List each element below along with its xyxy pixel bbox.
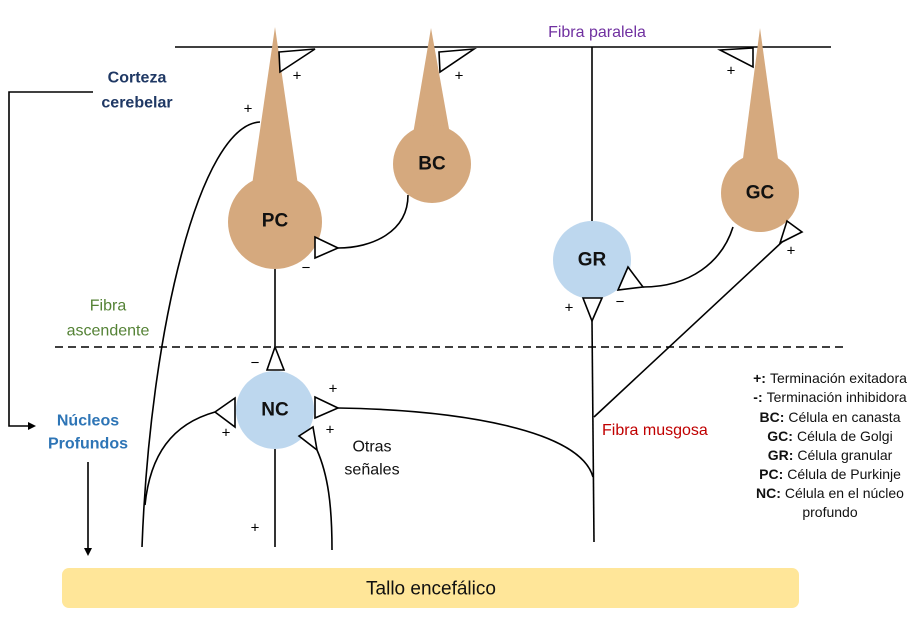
- synapse-other-nucleus: [297, 425, 319, 452]
- legend-item-continuation: profundo: [802, 504, 857, 520]
- legend-item: GR:Célula granular: [768, 447, 893, 463]
- basket-to-purkinje-axon: [337, 194, 409, 249]
- legend: +:Terminación exitadora -: Terminación in…: [753, 370, 907, 520]
- climbing-fiber-label: Fibra ascendente: [67, 298, 150, 340]
- purkinje-soma: [228, 175, 322, 269]
- legend-text: Célula de Golgi: [797, 428, 893, 444]
- synapse-parallel-basket: [438, 47, 477, 74]
- excitatory-sign: +: [251, 520, 260, 537]
- golgi-to-granule-axon: [642, 226, 734, 288]
- legend-item: BC:Célula en canasta: [760, 409, 901, 425]
- synapse-golgi-granule: [616, 265, 645, 291]
- excitatory-sign: +: [727, 63, 736, 80]
- basket-cell: BC: [393, 28, 471, 203]
- basket-soma: [393, 125, 471, 203]
- legend-text: Terminación exitadora: [770, 370, 907, 386]
- nucleus-soma: [236, 371, 314, 449]
- deep-nuclei-label: Núcleos Profundos: [48, 413, 128, 453]
- other-signals-fiber: [316, 449, 333, 551]
- legend-key: +:: [753, 370, 766, 386]
- deep-nucleus-cell: NC: [236, 371, 314, 449]
- basket-dendrite: [412, 28, 451, 140]
- inhibitory-sign: −: [616, 294, 625, 311]
- synapse-purkinje-nucleus: [265, 344, 286, 371]
- excitatory-sign: +: [326, 422, 335, 439]
- brainstem-box: [62, 568, 799, 608]
- granule-cell: GR: [553, 221, 631, 299]
- legend-text: Célula en el núcleo: [785, 485, 904, 501]
- synapse-parallel-golgi: [717, 47, 754, 69]
- legend-key: NC:: [756, 485, 781, 501]
- legend-key: GR:: [768, 447, 794, 463]
- legend-key: BC:: [760, 409, 785, 425]
- legend-text: Célula de Purkinje: [787, 466, 901, 482]
- legend-key: GC:: [767, 428, 793, 444]
- legend-text: Terminación inhibidora: [767, 389, 907, 405]
- cortex-label-line: Corteza: [108, 70, 167, 87]
- inhibitory-sign: −: [302, 260, 311, 277]
- mossy-fiber-main-line: [591, 320, 595, 543]
- mossy-fiber-nc-branch: [337, 407, 594, 478]
- purkinje-dendrite: [251, 27, 299, 192]
- excitatory-sign: +: [222, 425, 231, 442]
- golgi-label: GC: [746, 183, 775, 204]
- other-signals-label: Otras señales: [344, 439, 399, 479]
- basket-label: BC: [418, 154, 446, 175]
- excitatory-sign: +: [565, 300, 574, 317]
- climbing-fiber-label-line: Fibra: [90, 298, 127, 315]
- parallel-fiber-label: Fibra paralela: [548, 24, 646, 41]
- climbing-fiber-nc-branch: [144, 411, 216, 506]
- climbing-fiber-label-line: ascendente: [67, 323, 150, 340]
- legend-item: +:Terminación exitadora: [753, 370, 907, 386]
- legend-item: -: Terminación inhibidora: [753, 389, 907, 405]
- legend-key: -:: [753, 389, 762, 405]
- legend-item: PC:Célula de Purkinje: [759, 466, 901, 482]
- deep-nuclei-label-line: Núcleos: [57, 413, 119, 430]
- legend-item: NC:Célula en el núcleo: [756, 485, 904, 501]
- excitatory-sign: +: [787, 243, 796, 260]
- synapse-mossy-nucleus: [314, 395, 340, 420]
- synapse-basket-purkinje: [314, 235, 340, 260]
- golgi-cell: GC: [721, 28, 799, 232]
- excitatory-sign: +: [329, 381, 338, 398]
- bracket-arrowhead-icon: [28, 422, 36, 430]
- brainstem-label: Tallo encefálico: [366, 579, 496, 600]
- granule-soma: [553, 221, 631, 299]
- golgi-dendrite: [742, 28, 779, 166]
- mossy-fiber-label: Fibra musgosa: [602, 422, 708, 439]
- down-arrowhead-icon: [84, 548, 92, 556]
- other-signals-label-line: Otras: [352, 439, 391, 456]
- synapse-mossy-golgi: [778, 219, 804, 245]
- granule-label: GR: [578, 250, 607, 271]
- legend-key: PC:: [759, 466, 783, 482]
- inhibitory-sign: −: [251, 355, 260, 372]
- cortex-label: Corteza cerebelar: [101, 70, 172, 112]
- legend-item: GC:Célula de Golgi: [767, 428, 892, 444]
- climbing-fiber-line: [141, 121, 261, 548]
- legend-text: Célula granular: [797, 447, 892, 463]
- deep-nuclei-label-line: Profundos: [48, 436, 128, 453]
- purkinje-cell: PC: [228, 27, 322, 269]
- synapse-parallel-purkinje: [278, 48, 316, 74]
- excitatory-sign: +: [244, 101, 253, 118]
- cortex-to-nuclei-bracket: [8, 91, 93, 427]
- excitatory-sign: +: [293, 68, 302, 85]
- cortex-label-line: cerebelar: [101, 95, 172, 112]
- other-signals-label-line: señales: [344, 462, 399, 479]
- synapse-mossy-granule: [581, 297, 604, 324]
- mossy-fiber-golgi-branch: [593, 241, 783, 418]
- excitatory-sign: +: [455, 68, 464, 85]
- purkinje-label: PC: [262, 211, 289, 232]
- synapse-climbing-nucleus: [213, 396, 236, 429]
- golgi-soma: [721, 154, 799, 232]
- nucleus-label: NC: [261, 400, 289, 421]
- legend-text: Célula en canasta: [788, 409, 900, 425]
